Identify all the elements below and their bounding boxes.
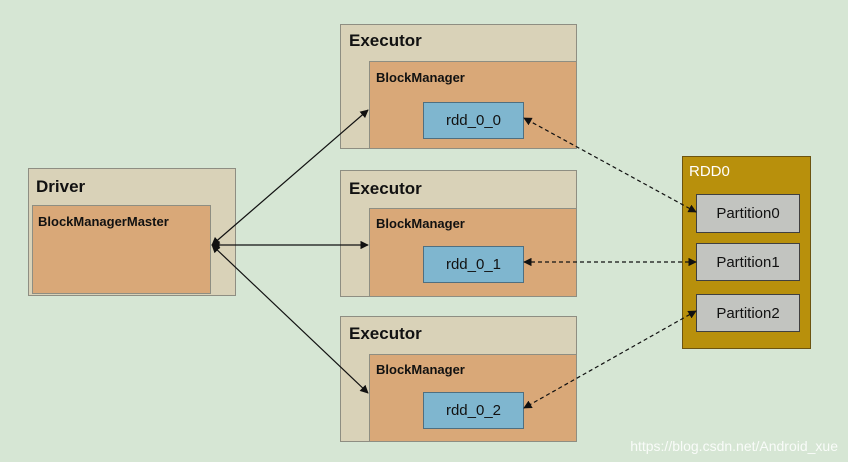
driver-box: Driver BlockManagerMaster [28,168,236,296]
rdd-block-2: rdd_0_2 [423,392,524,429]
executor-box-2: Executor BlockManager rdd_0_2 [340,316,577,442]
block-manager-box: BlockManager rdd_0_1 [369,208,577,297]
partition-label: Partition1 [716,253,780,271]
block-manager-master-box: BlockManagerMaster [32,205,211,294]
rdd-block-0: rdd_0_0 [423,102,524,139]
rdd-title: RDD0 [689,163,730,180]
executor-box-0: Executor BlockManager rdd_0_0 [340,24,577,149]
rdd-block-label: rdd_0_1 [445,256,502,273]
executor-title: Executor [349,31,422,50]
block-manager-master-label: BlockManagerMaster [38,214,169,229]
partition-1: Partition1 [696,243,800,281]
rdd-block-label: rdd_0_2 [445,402,502,419]
driver-title: Driver [36,177,86,196]
partition-0: Partition0 [696,194,800,233]
rdd-panel: RDD0 Partition0 Partition1 Partition2 [682,156,811,349]
block-manager-label: BlockManager [376,70,465,85]
block-manager-label: BlockManager [376,216,465,231]
block-manager-box: BlockManager rdd_0_0 [369,61,577,149]
block-manager-box: BlockManager rdd_0_2 [369,354,577,442]
partition-2: Partition2 [696,294,800,332]
rdd-block-1: rdd_0_1 [423,246,524,283]
executor-box-1: Executor BlockManager rdd_0_1 [340,170,577,297]
block-manager-label: BlockManager [376,362,465,377]
partition-label: Partition2 [716,304,780,322]
executor-title: Executor [349,179,422,198]
watermark: https://blog.csdn.net/Android_xue [630,438,838,454]
partition-label: Partition0 [716,205,780,222]
rdd-block-label: rdd_0_0 [445,112,502,129]
executor-title: Executor [349,324,422,343]
